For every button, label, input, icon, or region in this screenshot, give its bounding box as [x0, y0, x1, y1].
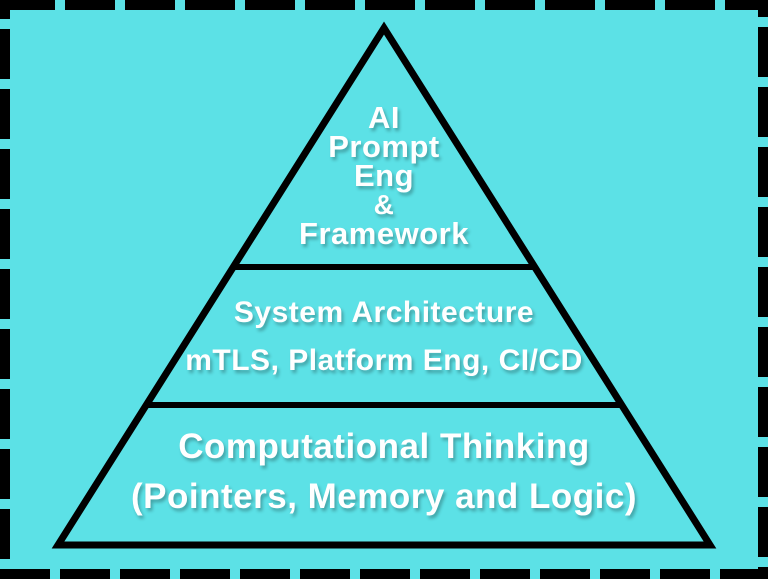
tier-top-line-4: & — [373, 189, 395, 220]
tier-middle-line-2: mTLS, Platform Eng, CI/CD — [185, 344, 583, 377]
tier-bottom-line-2: (Pointers, Memory and Logic) — [131, 477, 637, 516]
tier-bottom-line-1: Computational Thinking — [178, 427, 590, 466]
tier-middle-line-1: System Architecture — [233, 296, 535, 329]
tier-top-line-2: Prompt — [328, 129, 440, 164]
tier-top-line-3: Eng — [353, 158, 415, 193]
tier-top-label: AI Prompt Eng & Framework — [0, 100, 768, 251]
tier-top-line-1: AI — [368, 100, 400, 135]
pyramid-outline — [51, 21, 717, 549]
tier-top-line-5: Framework — [299, 216, 469, 251]
